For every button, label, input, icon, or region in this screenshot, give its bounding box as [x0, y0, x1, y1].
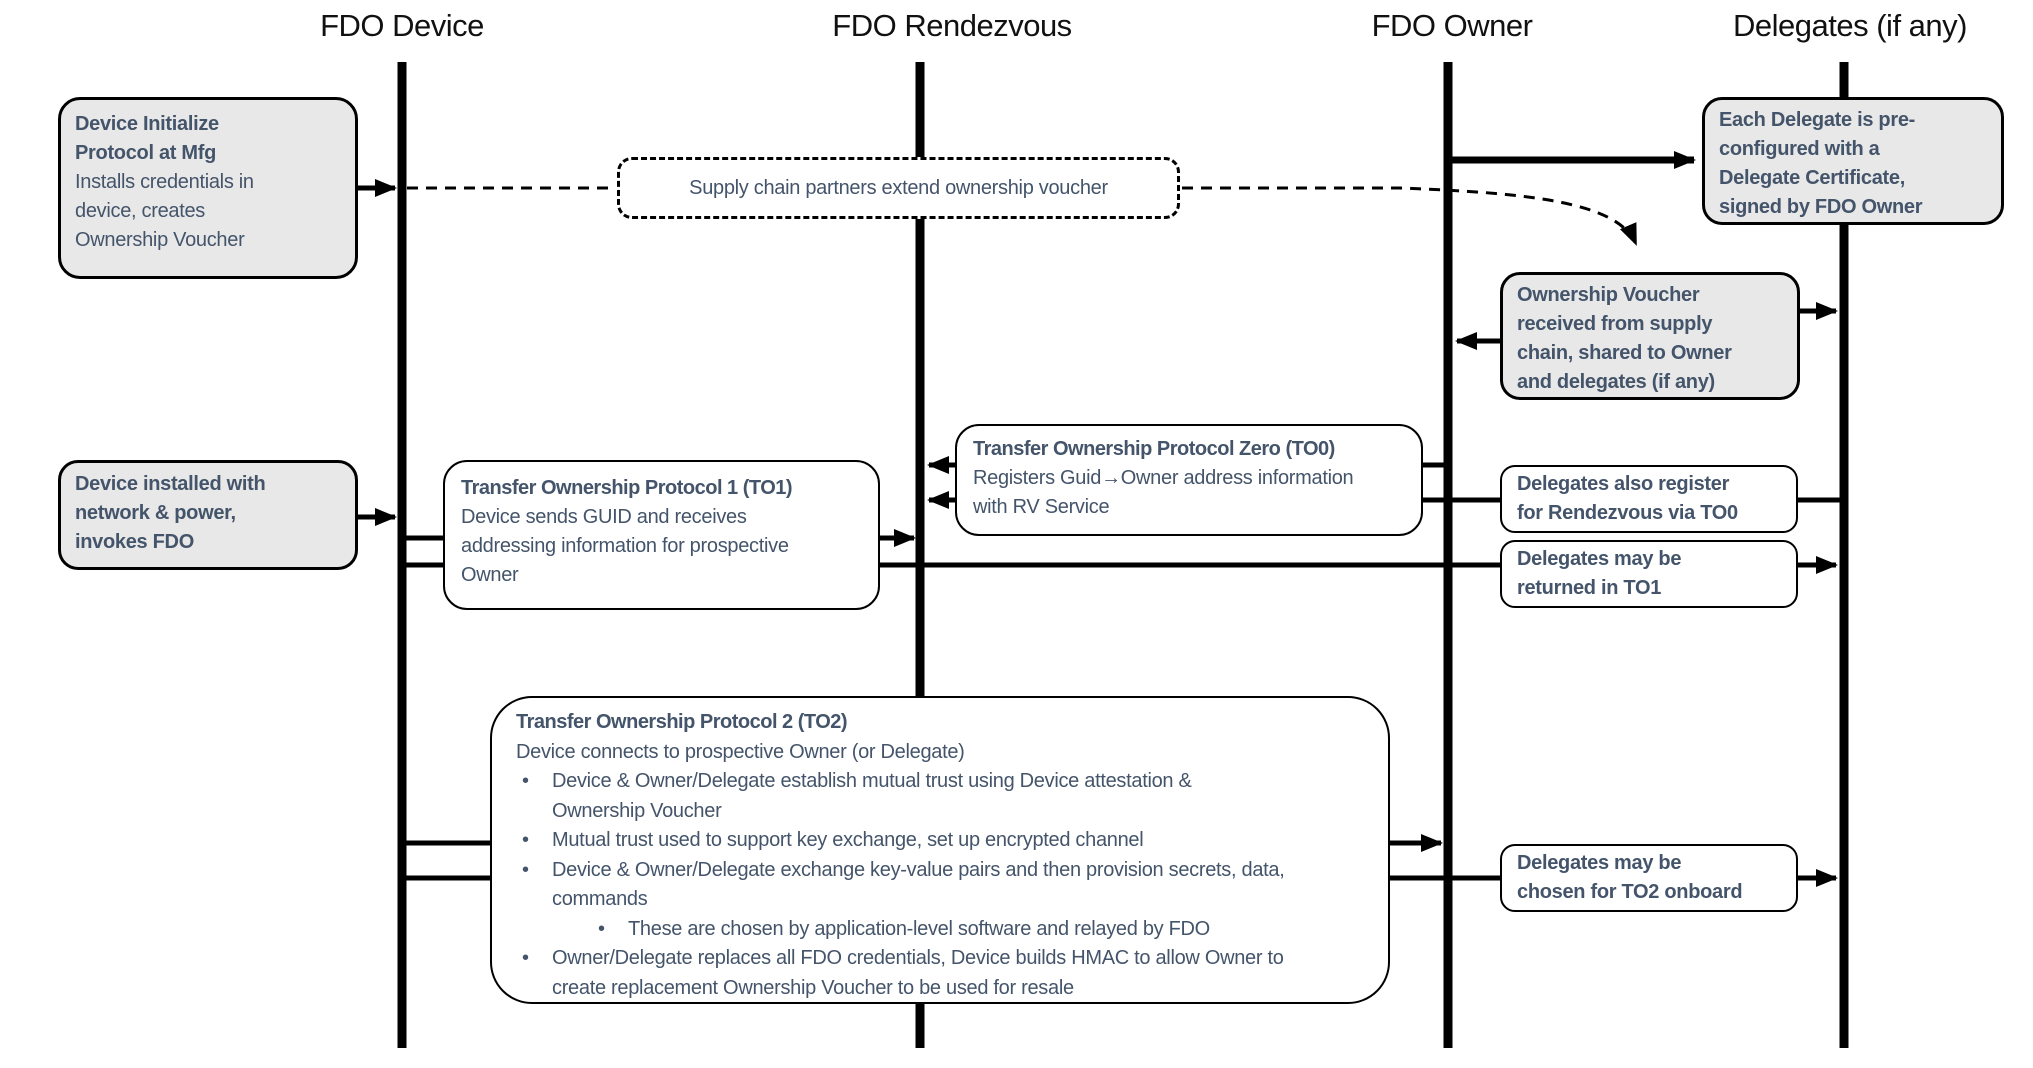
lane-header-delegates: Delegates (if any)	[1733, 8, 1967, 43]
bullet-icon: •	[598, 917, 605, 940]
to1-body-line: addressing information for prospective	[461, 535, 789, 557]
to2-bullet-line: Device & Owner/Delegate exchange key-val…	[552, 858, 1285, 881]
to2-bullet-line: These are chosen by application-level so…	[628, 917, 1210, 940]
to2-bullet-line: Mutual trust used to support key exchang…	[552, 829, 1144, 851]
to0-box: Transfer Ownership Protocol Zero (TO0) R…	[955, 424, 1423, 536]
delegates-register-box: Delegates also register for Rendezvous v…	[1500, 465, 1798, 533]
to2-bullet-line: commands	[552, 888, 648, 910]
ownership-voucher-line: chain, shared to Owner	[1517, 342, 1732, 364]
device-installed-line: Device installed with	[75, 473, 266, 495]
dashed-arrow-supply-chain-to-ownership-voucher	[1182, 186, 1638, 246]
device-init-body-line: Ownership Voucher	[75, 229, 245, 251]
ownership-voucher-line: Ownership Voucher	[1517, 284, 1700, 306]
delegates-returned-line: returned in TO1	[1517, 577, 1662, 599]
lane-header-fdo-device: FDO Device	[320, 8, 484, 43]
to2-bullet-line: Device & Owner/Delegate establish mutual…	[552, 770, 1192, 792]
ownership-voucher-line: and delegates (if any)	[1517, 371, 1715, 393]
to2-bullet-item: • Device & Owner/Delegate establish mutu…	[516, 767, 1364, 826]
each-delegate-line: Each Delegate is pre-	[1719, 109, 1916, 131]
bullet-icon: •	[522, 829, 529, 851]
to1-body-line: Owner	[461, 564, 519, 586]
delegates-chosen-line: chosen for TO2 onboard	[1517, 881, 1743, 903]
to2-bullet-item: • Mutual trust used to support key excha…	[516, 826, 1364, 856]
each-delegate-box: Each Delegate is pre- configured with a …	[1702, 97, 2004, 225]
device-init-body-line: Installs credentials in	[75, 171, 254, 193]
delegates-chosen-box: Delegates may be chosen for TO2 onboard	[1500, 844, 1798, 912]
to0-title: Transfer Ownership Protocol Zero (TO0)	[973, 438, 1335, 460]
to2-bullet-line: Ownership Voucher	[552, 799, 722, 822]
device-init-box: Device Initialize Protocol at Mfg Instal…	[58, 97, 358, 279]
to2-bullet-item: • Device & Owner/Delegate exchange key-v…	[516, 856, 1364, 915]
lane-header-fdo-rendezvous: FDO Rendezvous	[832, 8, 1072, 43]
bullet-icon: •	[522, 770, 529, 792]
to2-box: Transfer Ownership Protocol 2 (TO2) Devi…	[490, 696, 1390, 1004]
delegates-returned-box: Delegates may be returned in TO1	[1500, 540, 1798, 608]
delegates-register-line: Delegates also register	[1517, 473, 1730, 495]
ownership-voucher-line: received from supply	[1517, 313, 1713, 335]
to2-bullet-item: • Owner/Delegate replaces all FDO creden…	[516, 944, 1364, 1003]
device-init-title-line: Device Initialize	[75, 113, 219, 135]
each-delegate-line: signed by FDO Owner	[1719, 196, 1923, 218]
to0-body-line: Registers Guid→Owner address information	[973, 467, 1354, 489]
supply-chain-text: Supply chain partners extend ownership v…	[689, 176, 1108, 199]
to2-title: Transfer Ownership Protocol 2 (TO2)	[516, 711, 848, 733]
to2-bullet-line: create replacement Ownership Voucher to …	[552, 976, 1074, 999]
to1-box: Transfer Ownership Protocol 1 (TO1) Devi…	[443, 460, 880, 610]
to0-body-line: with RV Service	[973, 496, 1110, 518]
device-installed-box: Device installed with network & power, i…	[58, 460, 358, 570]
each-delegate-line: Delegate Certificate,	[1719, 167, 1905, 189]
device-init-body-line: device, creates	[75, 200, 206, 222]
supply-chain-box: Supply chain partners extend ownership v…	[617, 157, 1180, 219]
delegates-register-line: for Rendezvous via TO0	[1517, 502, 1738, 524]
to2-bullet-line: Owner/Delegate replaces all FDO credenti…	[552, 947, 1284, 969]
each-delegate-line: configured with a	[1719, 138, 1880, 160]
to2-intro: Device connects to prospective Owner (or…	[516, 740, 965, 763]
to1-title: Transfer Ownership Protocol 1 (TO1)	[461, 477, 793, 499]
delegates-chosen-line: Delegates may be	[1517, 852, 1682, 874]
bullet-icon: •	[522, 947, 529, 969]
delegates-returned-line: Delegates may be	[1517, 548, 1682, 570]
device-installed-line: network & power,	[75, 502, 236, 524]
to2-sub-bullet-item: • These are chosen by application-level …	[516, 915, 1364, 945]
bullet-icon: •	[522, 858, 529, 881]
device-init-title-line: Protocol at Mfg	[75, 142, 217, 164]
lane-header-fdo-owner: FDO Owner	[1371, 8, 1533, 43]
ownership-voucher-box: Ownership Voucher received from supply c…	[1500, 272, 1800, 400]
device-installed-line: invokes FDO	[75, 531, 194, 553]
to1-body-line: Device sends GUID and receives	[461, 506, 747, 528]
